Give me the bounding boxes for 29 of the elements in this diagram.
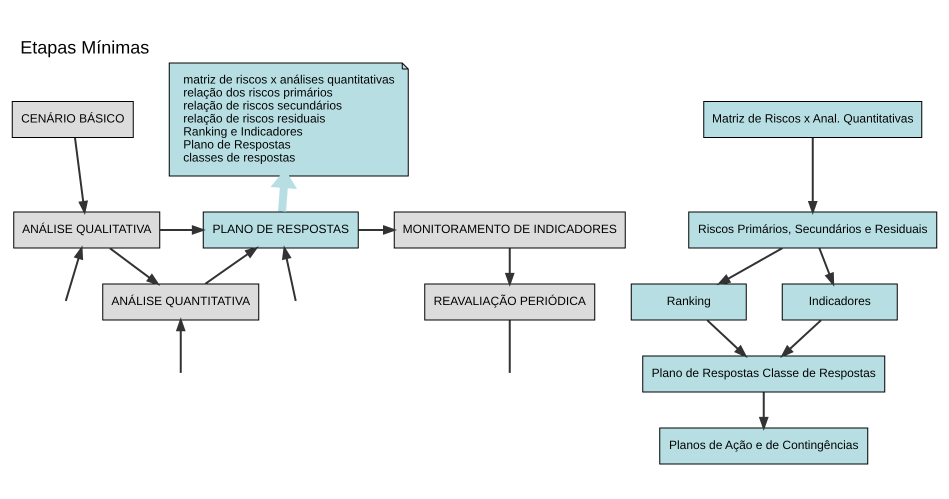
node-box: ANÁLISE QUANTITATIVA [102, 284, 260, 320]
arrow [504, 248, 515, 287]
diagram-title: Etapas Mínimas [20, 37, 150, 58]
arrow [808, 138, 818, 215]
arrow [176, 317, 186, 373]
node-box: PLANO DE RESPOSTAS [202, 212, 359, 248]
node-box: Riscos Primários, Secundários e Residuais [688, 212, 938, 248]
node-box: REAVALIAÇÃO PERIÓDICA [424, 284, 596, 320]
node-box: CENÁRIO BÁSICO [12, 101, 134, 138]
arrow [780, 320, 822, 358]
arrow [160, 225, 206, 235]
arrow [358, 225, 398, 235]
arrow [758, 392, 769, 431]
node-box: Plano de Respostas Classe de Respostas [642, 356, 886, 392]
arrow [706, 320, 748, 358]
arrow [204, 246, 259, 285]
connector [508, 320, 511, 373]
arrow [74, 138, 88, 215]
arrow [818, 248, 834, 287]
node-box: Indicadores [782, 284, 898, 320]
arrow [109, 248, 160, 286]
node-box: Ranking [630, 284, 747, 320]
arrow [282, 245, 297, 302]
node-box: ANÁLISE QUALITATIVA [13, 212, 160, 248]
arrow [716, 247, 783, 286]
node-box: Planos de Ação e de Contingências [659, 428, 868, 464]
node-box: Matriz de Riscos x Anal. Quantitativas [703, 101, 922, 138]
node-box: MONITORAMENTO DE INDICADORES [394, 212, 626, 248]
arrow [64, 245, 84, 302]
